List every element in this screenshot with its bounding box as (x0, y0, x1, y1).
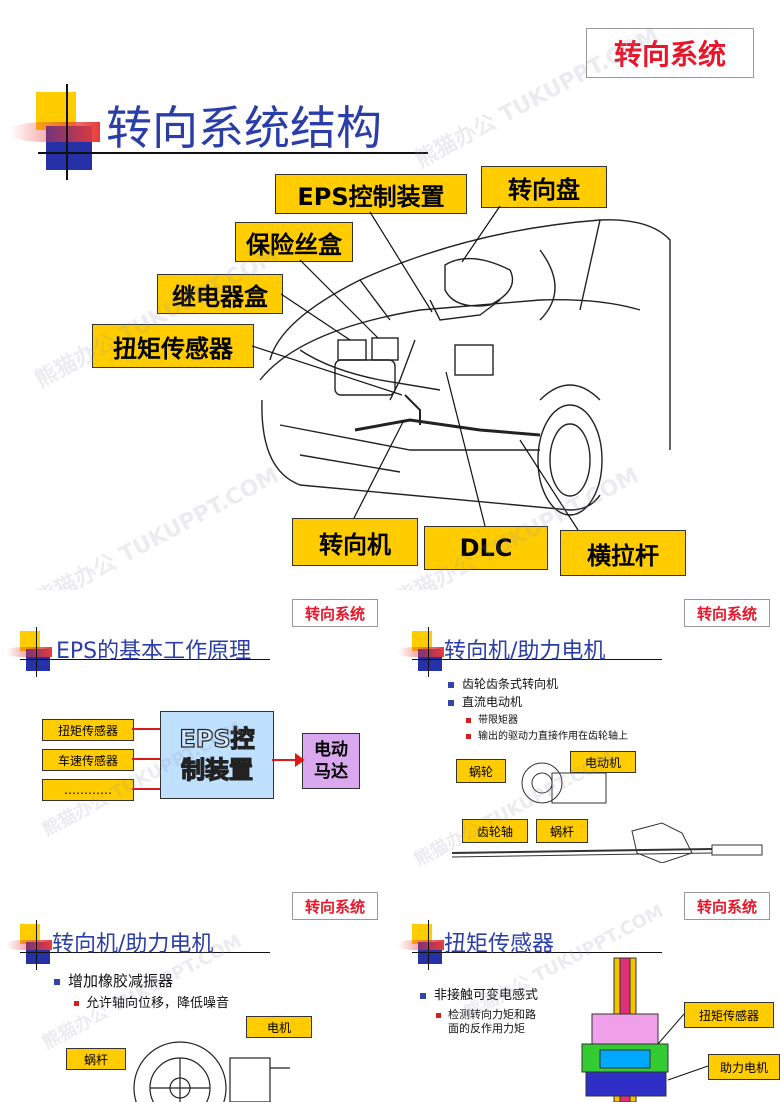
bullet-marker (448, 699, 454, 706)
title-deco-yellow (20, 924, 40, 944)
input-more: ………… (42, 779, 134, 801)
label-fuse-box: 保险丝盒 (235, 222, 353, 262)
label-torque-sensor: 扭矩传感器 (684, 1002, 774, 1028)
title-deco-yellow (412, 924, 432, 944)
slide-gear-motor-1: 转向系统 转向机/助力电机 齿轮齿条式转向机 直流电动机 带限矩器 输出的驱动力… (392, 595, 780, 885)
label-motor: 电动机 (570, 751, 636, 773)
slide-title: 转向机/助力电机 (52, 932, 214, 957)
sub-bullet-item: 输出的驱动力直接作用在齿轮轴上 (466, 727, 628, 742)
title-deco-vline (428, 920, 429, 970)
bullet-marker (54, 979, 60, 985)
sub-bullet-item: 面的反作用力矩 (448, 1022, 525, 1035)
slide-steering-structure: 转向系统 转向系统结构 (10, 23, 754, 590)
bullet-item: 直流电动机 (448, 693, 522, 710)
label-motor: 电机 (246, 1016, 312, 1038)
title-deco-hline (20, 659, 270, 660)
damper-drawing (133, 1041, 290, 1102)
slide-stamp: 转向系统 (684, 599, 770, 627)
slide-title: EPS的基本工作原理 (56, 639, 252, 664)
sub-bullet-item: 带限矩器 (466, 711, 518, 726)
bullet-marker (466, 718, 471, 723)
input-torque-sensor: 扭矩传感器 (42, 719, 134, 741)
eps-controller-box: EPS控制装置 (160, 711, 274, 799)
label-steering-wheel: 转向盘 (481, 166, 607, 208)
slide-stamp: 转向系统 (292, 599, 378, 627)
label-dlc: DLC (424, 526, 548, 570)
bullet-marker (74, 1001, 79, 1006)
gear-motor-drawing (452, 762, 763, 863)
title-deco-vline (428, 627, 429, 677)
slide-torque-sensor: 转向系统 扭矩传感器 非接触可变电感式 检测转向力矩和路 面的反作用力矩 扭矩传… (392, 888, 780, 1102)
slide-stamp: 转向系统 (586, 28, 754, 78)
label-relay-box: 继电器盒 (157, 274, 283, 314)
slide-eps-principle: 转向系统 EPS的基本工作原理 扭矩传感器 车速传感器 ………… EPS控制装置… (0, 595, 388, 885)
slide-stamp: 转向系统 (684, 892, 770, 920)
title-deco-hline (412, 659, 662, 660)
title-deco-hline (412, 952, 662, 953)
slide-gear-motor-2: 转向系统 转向机/助力电机 增加橡胶减振器 允许轴向位移，降低噪音 电机 蜗杆 … (0, 888, 388, 1102)
label-assist-motor: 助力电机 (708, 1054, 780, 1080)
title-deco-hline (20, 952, 270, 953)
page-title: 转向系统结构 (106, 101, 382, 155)
title-deco-red (398, 940, 444, 950)
sub-bullet-item: 允许轴向位移，降低噪音 (74, 992, 229, 1011)
slide-stamp: 转向系统 (292, 892, 378, 920)
title-deco-vline (66, 84, 68, 180)
car-steering-diagram (259, 219, 671, 516)
title-deco-yellow (412, 631, 432, 651)
title-deco-red (398, 647, 444, 657)
leader-lines (251, 205, 579, 531)
title-deco-red (10, 122, 100, 142)
leader-lines (657, 1013, 709, 1081)
bullet-item: 增加橡胶减振器 (54, 970, 173, 991)
title-deco-red (6, 940, 52, 950)
slide-title: 扭矩传感器 (444, 932, 555, 957)
sub-bullet-item: 检测转向力矩和路 (436, 1006, 536, 1022)
label-tie-rod: 横拉杆 (560, 530, 686, 576)
flow-arrows (132, 728, 305, 790)
stamp-label: 转向系统 (613, 38, 726, 71)
label-steering-gear: 转向机 (292, 518, 418, 566)
label-worm: 蜗杆 (536, 819, 588, 843)
label-pinion-shaft: 齿轮轴 (462, 819, 528, 843)
title-deco-vline (36, 627, 37, 677)
bullet-marker (466, 734, 471, 739)
title-deco-vline (36, 920, 37, 970)
label-eps-control: EPS控制装置 (275, 174, 467, 214)
label-worm-wheel: 蜗轮 (456, 759, 506, 783)
bullet-marker (448, 681, 454, 688)
bullet-marker (420, 992, 426, 999)
title-deco-yellow (20, 631, 40, 651)
bullet-item: 非接触可变电感式 (420, 984, 538, 1003)
title-deco-hline (38, 152, 428, 154)
label-worm: 蜗杆 (66, 1048, 126, 1070)
input-speed-sensor: 车速传感器 (42, 749, 134, 771)
slide-title: 转向机/助力电机 (444, 639, 606, 664)
torque-sensor-cutaway (581, 957, 669, 1102)
title-deco-red (6, 647, 52, 657)
motor-output-box: 电动马达 (302, 733, 360, 789)
bullet-item: 齿轮齿条式转向机 (448, 675, 558, 692)
bullet-marker (436, 1012, 441, 1018)
